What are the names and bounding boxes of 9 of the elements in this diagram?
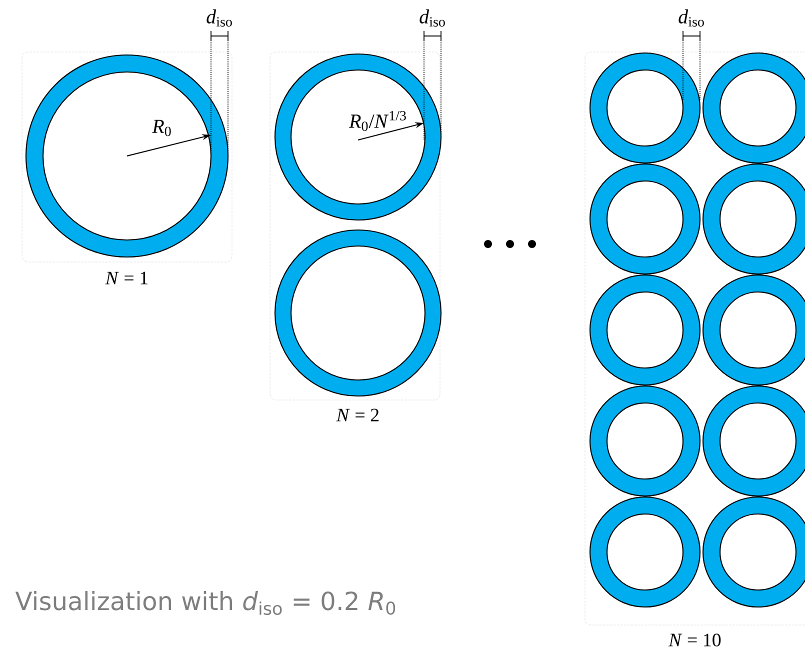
caption: Visualization with d$_{iso}$ = 0.2 R$_{0}$ xyxy=(15,591,396,615)
panel-label: N = 1 xyxy=(105,272,148,284)
radius-label: R$_{0}$ xyxy=(152,120,171,136)
dimension-label: d$_{iso}$ xyxy=(678,9,704,27)
dimension-label: d$_{iso}$ xyxy=(420,9,445,27)
dimension-label: d$_{iso}$ xyxy=(206,9,232,27)
panel-label: N = 10 xyxy=(668,634,721,646)
radius-label: R$_{0}$/N$^{1/3}$ xyxy=(348,110,406,132)
panel-label: N = 2 xyxy=(336,408,379,422)
